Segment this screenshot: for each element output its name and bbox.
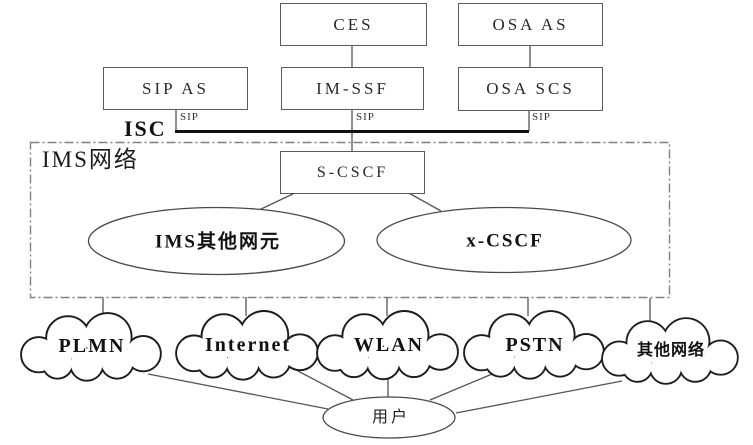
connector-scscf-imsother — [258, 191, 298, 211]
pstn-label: PSTN — [505, 334, 565, 356]
isc-label: ISC — [124, 116, 167, 141]
node-osa-as-label: OSA AS — [492, 14, 569, 34]
sip-label-right: SIP — [532, 111, 551, 123]
node-im-ssf: IM-SSF — [281, 67, 424, 110]
node-s-cscf-label: S-CSCF — [316, 163, 389, 181]
user-ellipse — [322, 396, 456, 439]
x-cscf-ellipse — [376, 206, 632, 274]
node-osa-as: OSA AS — [458, 3, 603, 46]
connector-pstn-user — [429, 371, 498, 401]
user-label: 用户 — [371, 409, 411, 426]
connector-internet-user — [297, 370, 354, 401]
connector-scscf-xcscf — [406, 191, 442, 212]
sip-label-middle: SIP — [356, 111, 375, 123]
node-s-cscf: S-CSCF — [280, 151, 425, 194]
node-sip-as-label: SIP AS — [142, 78, 209, 98]
node-sip-as: SIP AS — [103, 67, 248, 110]
x-cscf-label: x-CSCF — [466, 230, 544, 252]
other-networks-label: 其他网络 — [636, 342, 706, 359]
sip-label-left: SIP — [180, 111, 199, 123]
connector-lines — [102, 44, 651, 414]
ims-network-region-label: IMS网络 — [42, 147, 139, 172]
node-im-ssf-label: IM-SSF — [316, 78, 389, 98]
node-ces: CES — [280, 3, 427, 46]
ims-other-elements-ellipse — [87, 206, 346, 276]
node-osa-scs: OSA SCS — [458, 67, 603, 111]
node-osa-scs-label: OSA SCS — [486, 79, 575, 98]
connector-othernet-user — [455, 380, 623, 414]
ims-network-boundary — [29, 141, 671, 299]
plmn-label: PLMN — [58, 335, 126, 357]
node-ces-label: CES — [333, 14, 374, 34]
connector-plmn-user — [147, 373, 329, 410]
wlan-label: WLAN — [353, 334, 425, 356]
ims-other-elements-label: IMS其他网元 — [155, 231, 281, 253]
internet-label: Internet — [205, 334, 291, 356]
